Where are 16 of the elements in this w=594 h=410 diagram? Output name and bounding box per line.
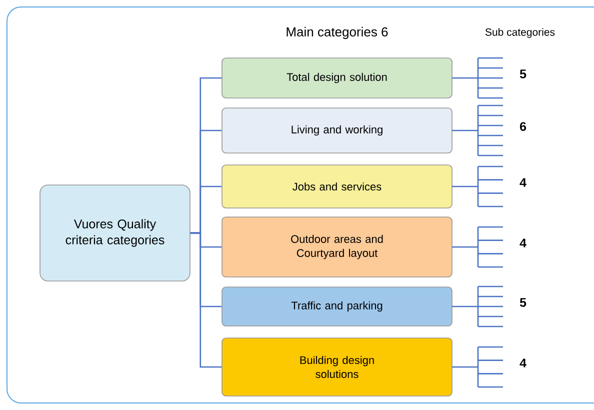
root-box: Vuores Quality criteria categories: [40, 184, 190, 282]
category-box: Outdoor areas and Courtyard layout: [222, 216, 452, 278]
category-box: Traffic and parking: [222, 286, 452, 326]
column-heading: Main categories 6: [286, 26, 388, 40]
sub-category-count: 4: [520, 178, 526, 187]
sub-category-count: 5: [520, 298, 526, 307]
sub-category-count: 4: [520, 358, 526, 368]
category-box: Living and working: [222, 108, 452, 154]
column-heading: Sub categories: [485, 28, 555, 38]
category-box: Jobs and services: [222, 164, 452, 208]
category-box: Building design solutions: [222, 338, 452, 396]
connector: [190, 232, 222, 368]
sub-category-count: 5: [520, 70, 526, 78]
category-box: Total design solution: [222, 58, 452, 98]
sub-category-count: 4: [520, 238, 526, 248]
sub-category-count: 6: [520, 122, 526, 131]
